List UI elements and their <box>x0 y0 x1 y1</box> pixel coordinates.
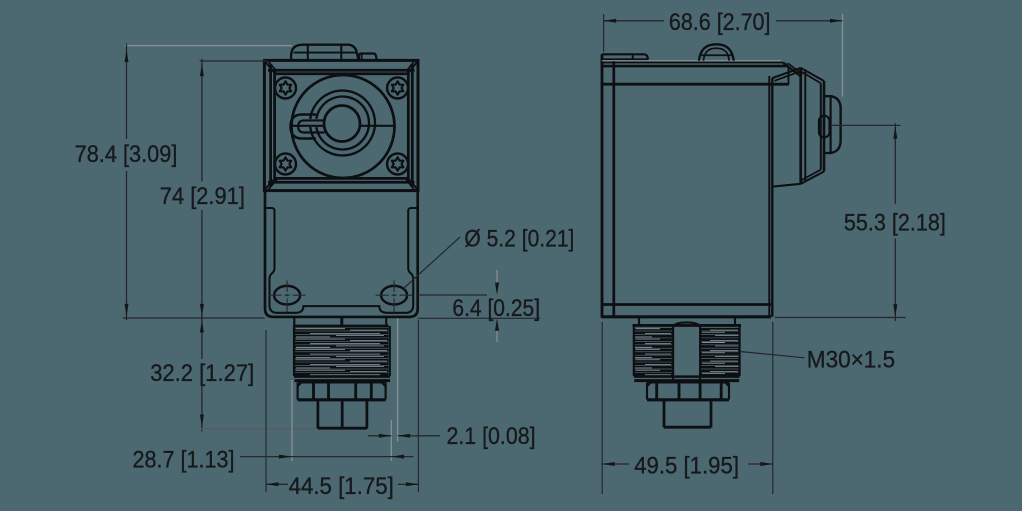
svg-text:32.2 [1.27]: 32.2 [1.27] <box>150 360 254 387</box>
svg-text:Ø 5.2 [0.21]: Ø 5.2 [0.21] <box>464 226 574 253</box>
svg-text:28.7 [1.13]: 28.7 [1.13] <box>133 446 235 473</box>
svg-text:44.5 [1.75]: 44.5 [1.75] <box>289 473 394 500</box>
svg-text:68.6 [2.70]: 68.6 [2.70] <box>669 9 771 36</box>
svg-text:78.4 [3.09]: 78.4 [3.09] <box>75 141 178 168</box>
svg-text:M30×1.5: M30×1.5 <box>807 347 895 374</box>
svg-text:55.3 [2.18]: 55.3 [2.18] <box>844 209 946 236</box>
svg-text:2.1 [0.08]: 2.1 [0.08] <box>447 423 536 450</box>
svg-text:6.4 [0.25]: 6.4 [0.25] <box>452 295 540 322</box>
svg-text:74 [2.91]: 74 [2.91] <box>160 183 245 210</box>
svg-text:49.5 [1.95]: 49.5 [1.95] <box>634 453 739 480</box>
